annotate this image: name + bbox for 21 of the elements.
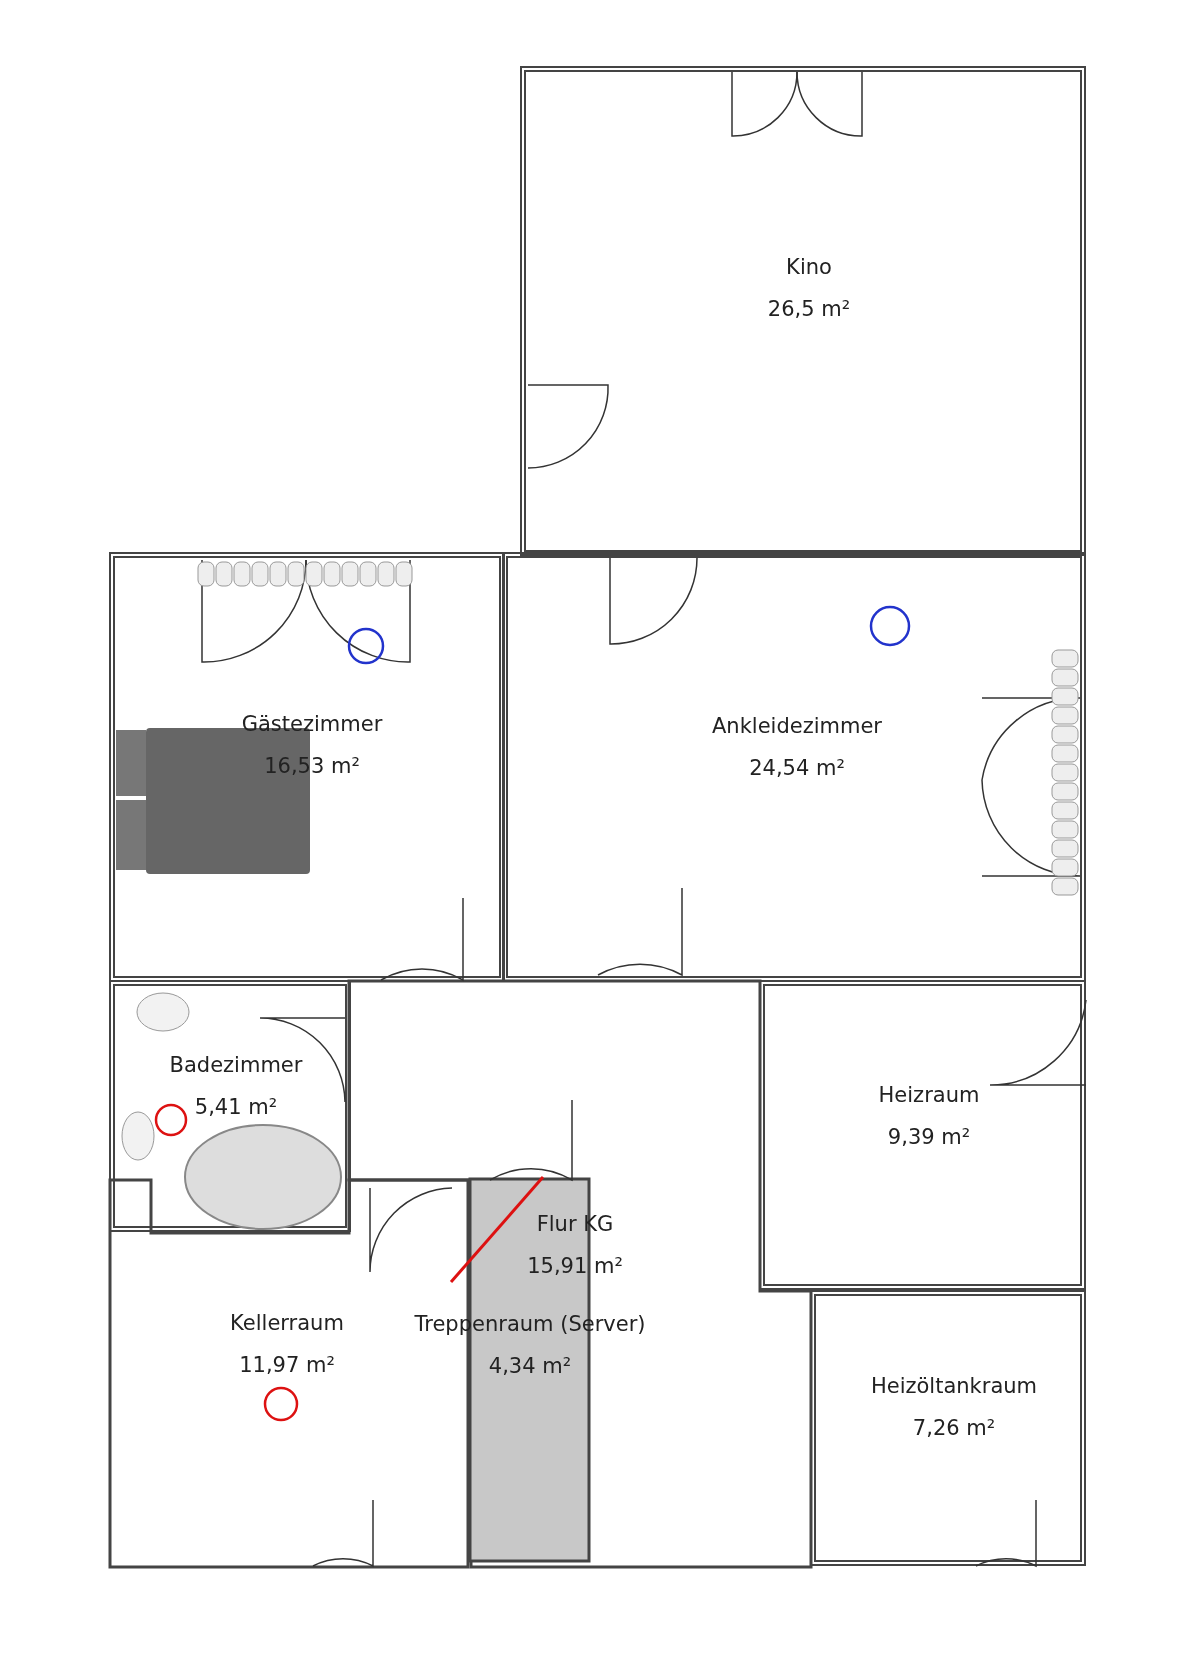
room-outline bbox=[109, 980, 351, 1232]
area-label: 11,97 m² bbox=[238, 1352, 336, 1379]
room-name: Gästezimmer bbox=[241, 711, 383, 738]
room-name: Heizöltankraum bbox=[870, 1373, 1038, 1400]
room-outline bbox=[502, 552, 1086, 982]
room-outline bbox=[520, 66, 1086, 556]
area-label: 15,91 m² bbox=[527, 1253, 623, 1280]
area-label: 5,41 m² bbox=[193, 1094, 279, 1121]
area-label: 7,26 m² bbox=[911, 1415, 997, 1442]
room-name: Badezimmer bbox=[169, 1052, 303, 1079]
room-outline bbox=[759, 980, 1086, 1290]
area-label: 9,39 m² bbox=[886, 1124, 972, 1151]
area-label: 4,34 m² bbox=[487, 1353, 573, 1380]
room-name: Ankleidezimmer bbox=[712, 713, 882, 740]
room-name: Kino bbox=[785, 254, 833, 281]
room-name: Heizraum bbox=[878, 1082, 980, 1109]
room-outline bbox=[109, 552, 505, 982]
area-label: 26,5 m² bbox=[767, 296, 851, 323]
room-name: Kellerraum bbox=[230, 1310, 344, 1337]
room-outline bbox=[810, 1290, 1086, 1566]
area-label: 24,54 m² bbox=[748, 755, 846, 782]
